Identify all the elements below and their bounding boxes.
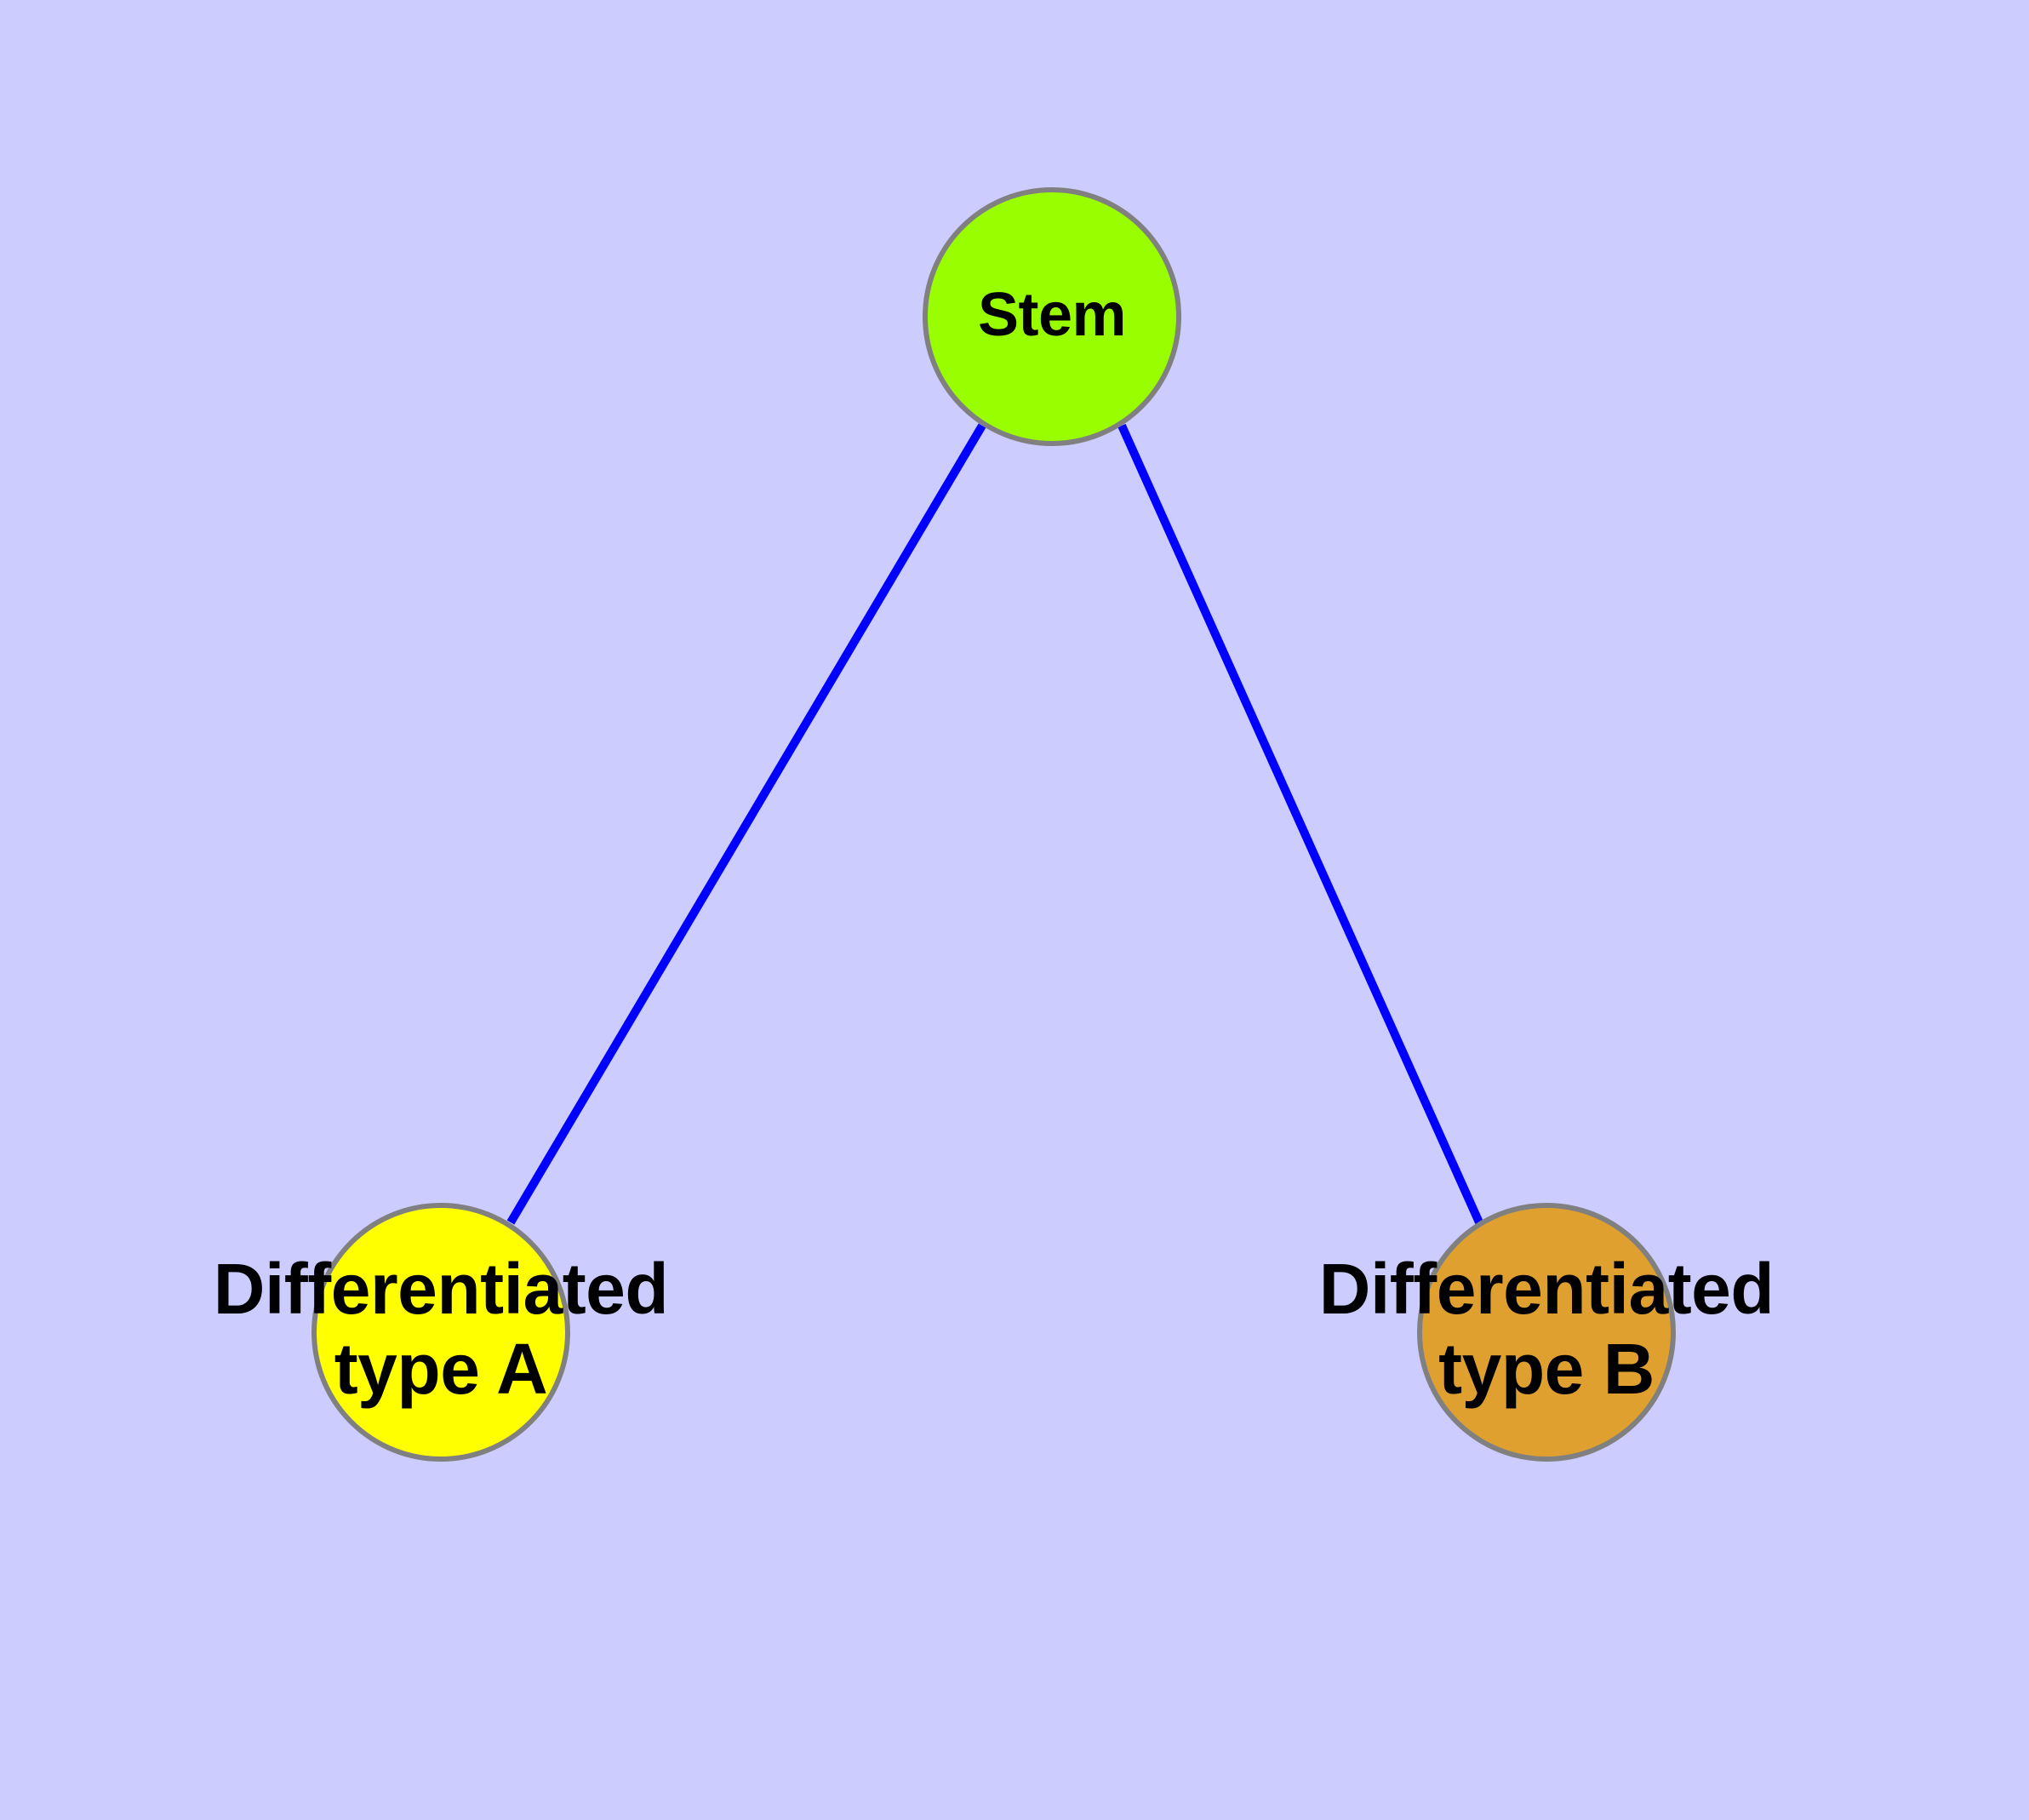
edge-stem-to-differentiated-type-b[interactable] [1117,423,1483,1225]
edge-stem-to-differentiated-type-a[interactable] [506,423,986,1225]
node-differentiated-type-b[interactable] [1417,1203,1676,1462]
node-differentiated-type-a[interactable] [311,1203,570,1462]
node-stem[interactable] [923,187,1181,446]
